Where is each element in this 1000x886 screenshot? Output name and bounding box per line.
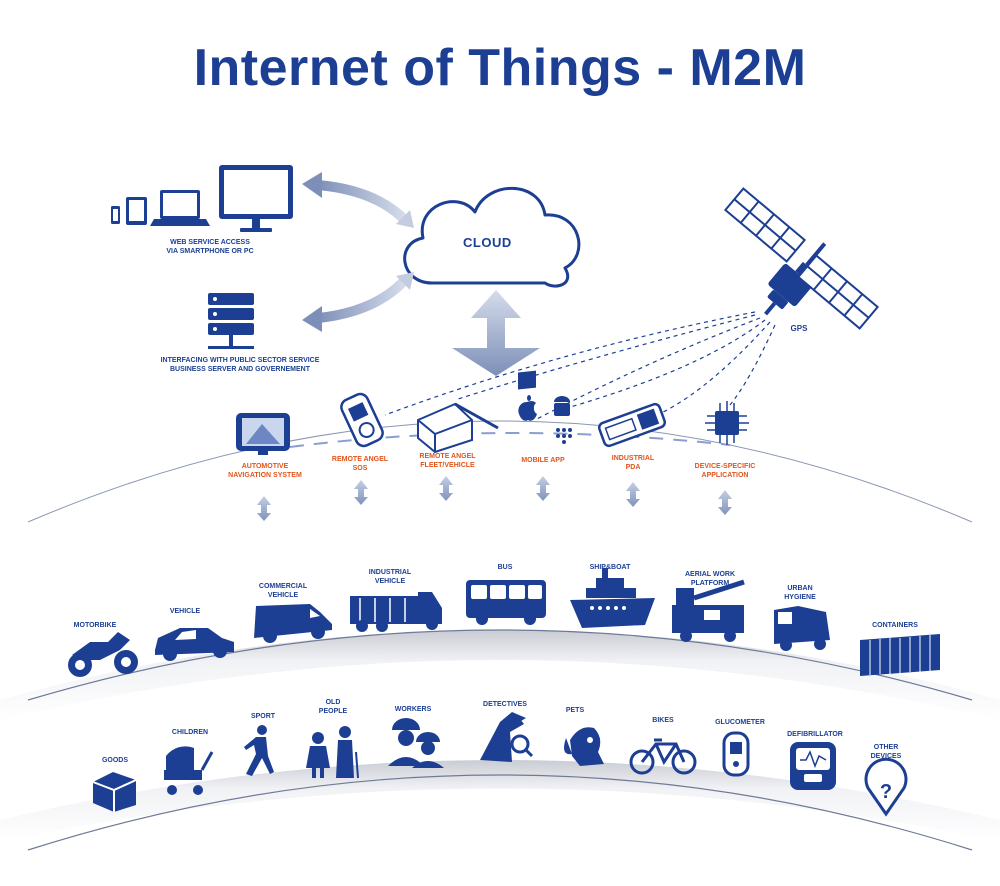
device-label-mobile-app: MOBILE APP — [521, 457, 565, 464]
top-arc-line — [27, 420, 973, 523]
defibrillator-icon — [790, 742, 836, 790]
people-label-workers: WORKERS — [394, 706, 432, 713]
question-pin-icon: ? — [864, 757, 908, 817]
vehicle-arc-line — [27, 629, 973, 701]
people-arc-line — [27, 774, 973, 851]
gps-signal-lines — [384, 311, 776, 421]
svg-text:?: ? — [880, 781, 892, 803]
bus-icon — [466, 580, 546, 625]
server-icon — [208, 293, 254, 349]
people-label-glucometer: GLUCOMETER — [715, 719, 765, 726]
device-label-navigation: AUTOMOTIVE NAVIGATION SYSTEM — [228, 463, 302, 479]
public-sector-label: INTERFACING WITH PUBLIC SECTOR SERVICE B… — [160, 357, 320, 373]
detective-icon — [480, 712, 534, 762]
gps-navigator-icon — [236, 413, 290, 455]
chip-icon — [705, 401, 749, 445]
aerial-platform-icon — [672, 579, 745, 642]
user-devices-icon — [111, 165, 293, 232]
container-icon — [860, 634, 940, 676]
device-arrows — [257, 476, 732, 521]
cloud-down-arrow — [452, 290, 540, 376]
device-label-device-specific: DEVICE-SPECIFIC APPLICATION — [694, 463, 756, 479]
sos-device-icon — [340, 392, 384, 448]
glucometer-icon — [722, 731, 750, 777]
street-sweeper-icon — [774, 606, 830, 651]
box-icon — [92, 772, 137, 812]
people-label-bikes: BIKES — [652, 717, 674, 724]
truck-icon — [350, 592, 442, 632]
people-band — [0, 760, 1000, 842]
gps-label: GPS — [790, 324, 808, 333]
device-label-industrial-pda: INDUSTRIAL PDA — [611, 455, 655, 471]
device-link-line — [289, 432, 731, 448]
device-label-fleet: REMOTE ANGEL FLEET/VEHICLE — [419, 453, 476, 469]
vehicle-label-motorbike: MOTORBIKE — [73, 622, 117, 629]
bicycle-icon — [629, 738, 697, 775]
cloud-icon — [403, 186, 581, 288]
satellite-icon — [723, 187, 880, 330]
dog-icon — [564, 727, 604, 766]
people-label-detectives: DETECTIVES — [483, 701, 527, 708]
arrow-web-to-cloud — [302, 172, 414, 228]
vehicle-label-aerial: AERIAL WORK PLATFORM — [684, 571, 736, 587]
people-label-sport: SPORT — [250, 713, 276, 720]
mobile-platforms-icon — [518, 370, 572, 444]
industrial-pda-icon — [597, 402, 667, 448]
web-access-label: WEB SERVICE ACCESS VIA SMARTPHONE OR PC — [166, 239, 254, 255]
device-label-sos: REMOTE ANGEL SOS — [331, 456, 389, 472]
people-label-pets: PETS — [565, 707, 585, 714]
vehicle-label-commercial: COMMERCIAL VEHICLE — [258, 583, 308, 599]
vehicle-label-car: VEHICLE — [169, 608, 201, 615]
van-icon — [254, 604, 332, 643]
people-label-other-devices: OTHER DEVICES — [870, 744, 902, 760]
car-icon — [155, 628, 234, 661]
workers-icon — [388, 718, 444, 768]
runner-icon — [244, 725, 274, 776]
vehicle-label-industrial: INDUSTRIAL VEHICLE — [368, 569, 412, 585]
people-label-children: CHILDREN — [171, 729, 209, 736]
people-label-defibrillator: DEFIBRILLATOR — [787, 731, 843, 738]
page-title: Internet of Things - M2M — [193, 39, 807, 97]
motorbike-icon — [68, 632, 138, 677]
vehicle-label-containers: CONTAINERS — [872, 622, 918, 629]
cloud-label: CLOUD — [463, 235, 512, 250]
stroller-icon — [164, 746, 214, 795]
vehicle-band — [0, 630, 1000, 720]
vehicle-label-bus: BUS — [497, 564, 513, 571]
people-label-old-people: OLD PEOPLE — [318, 699, 348, 715]
vehicle-label-hygiene: URBAN HYGIENE — [784, 585, 816, 601]
vehicle-label-ship: SHIP&BOAT — [589, 564, 631, 571]
arrow-server-to-cloud — [302, 272, 414, 332]
fleet-tracker-icon — [417, 402, 499, 454]
ship-icon — [570, 568, 655, 628]
elderly-couple-icon — [306, 726, 359, 779]
people-label-goods: GOODS — [101, 757, 129, 764]
